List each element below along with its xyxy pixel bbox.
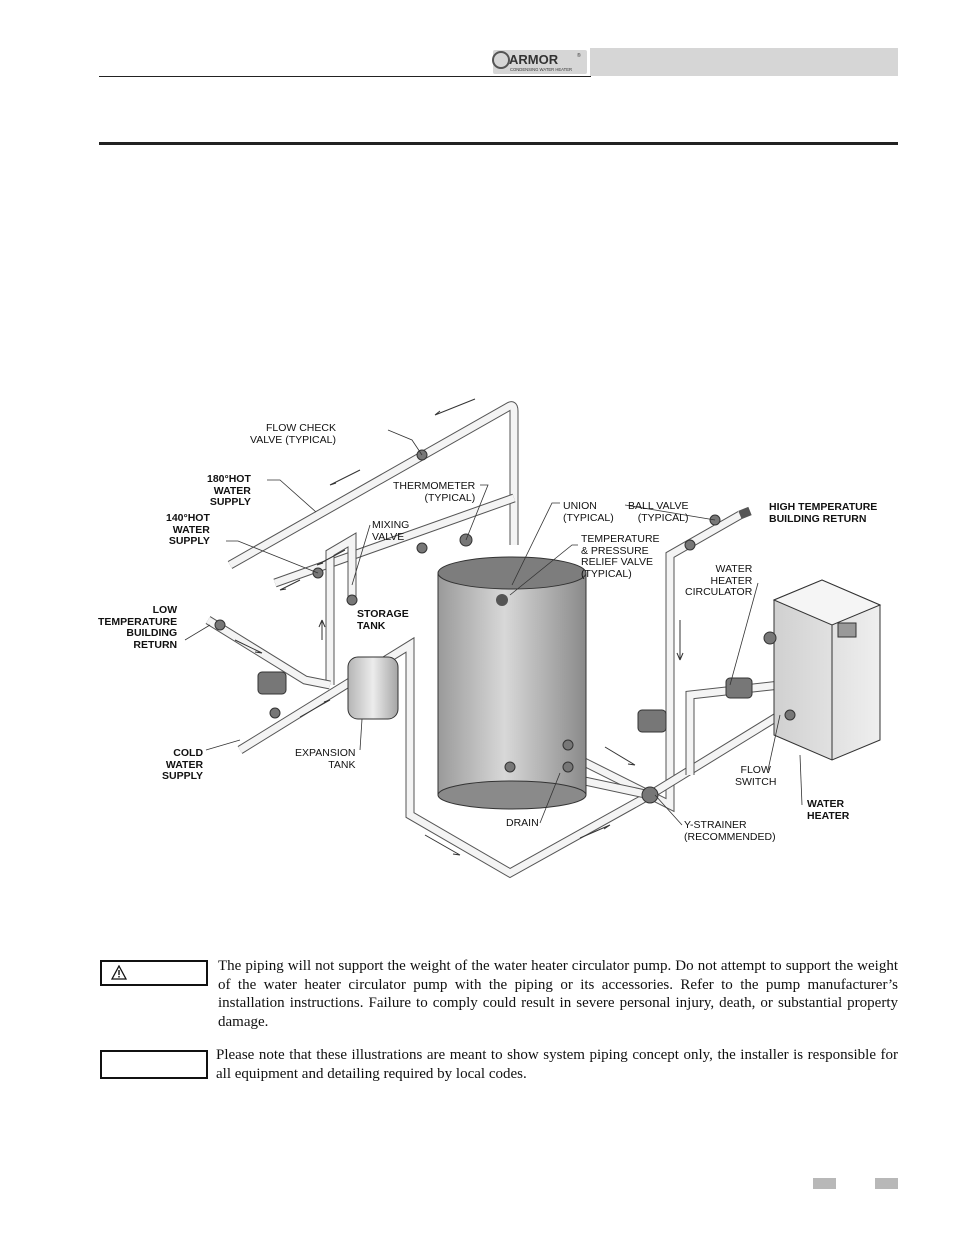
label-mixing-valve: MIXING VALVE [372, 519, 410, 543]
footer-box-right [875, 1178, 898, 1189]
armor-logo: ARMOR ® CONDENSING WATER HEATER [492, 50, 587, 74]
label-water-heater: WATER HEATER [807, 798, 850, 822]
svg-text:ARMOR: ARMOR [509, 52, 559, 67]
water-heater-graphic [763, 579, 882, 761]
warning-triangle-icon [111, 965, 127, 980]
label-temperature-pressure-relief-valve: TEMPERATURE & PRESSURE RELIEF VALVE (TYP… [581, 533, 660, 580]
expansion-tank-graphic [347, 656, 399, 720]
label-140-hot-water-supply: 140°HOT WATER SUPPLY [166, 512, 210, 547]
piping-illustration [184, 398, 882, 879]
footer-box-left [813, 1178, 836, 1189]
label-flow-check-valve: FLOW CHECK VALVE (TYPICAL) [250, 422, 336, 446]
notice-text: Please note that these illustrations are… [216, 1047, 898, 1082]
label-ball-valve: BALL VALVE (TYPICAL) [628, 500, 689, 524]
header-bar [590, 48, 898, 76]
label-water-heater-circulator: WATER HEATER CIRCULATOR [685, 563, 753, 598]
svg-text:®: ® [577, 52, 581, 59]
label-180-hot-water-supply: 180°HOT WATER SUPPLY [207, 473, 251, 508]
storage-tank-graphic [437, 556, 587, 810]
label-flow-switch: FLOW SWITCH [735, 764, 777, 788]
label-high-temperature-building-return: HIGH TEMPERATURE BUILDING RETURN [769, 501, 878, 525]
label-storage-tank: STORAGE TANK [357, 608, 409, 632]
notice-box [100, 1050, 208, 1079]
section-rule [99, 142, 898, 145]
svg-text:CONDENSING WATER HEATER: CONDENSING WATER HEATER [510, 67, 572, 72]
label-low-temperature-building-return: LOW TEMPERATURE BUILDING RETURN [98, 604, 178, 651]
label-y-strainer: Y-STRAINER (RECOMMENDED) [684, 819, 776, 843]
caution-box [100, 960, 208, 986]
label-drain: DRAIN [506, 817, 539, 829]
piping-diagram: FLOW CHECK VALVE (TYPICAL) 180°HOT WATER… [90, 395, 900, 885]
label-cold-water-supply: COLD WATER SUPPLY [162, 747, 204, 782]
caution-text: The piping will not support the weight o… [218, 958, 898, 1030]
label-union: UNION (TYPICAL) [563, 500, 614, 524]
label-thermometer: THERMOMETER (TYPICAL) [393, 480, 476, 504]
label-expansion-tank: EXPANSION TANK [295, 747, 356, 771]
header-rule [99, 76, 591, 77]
